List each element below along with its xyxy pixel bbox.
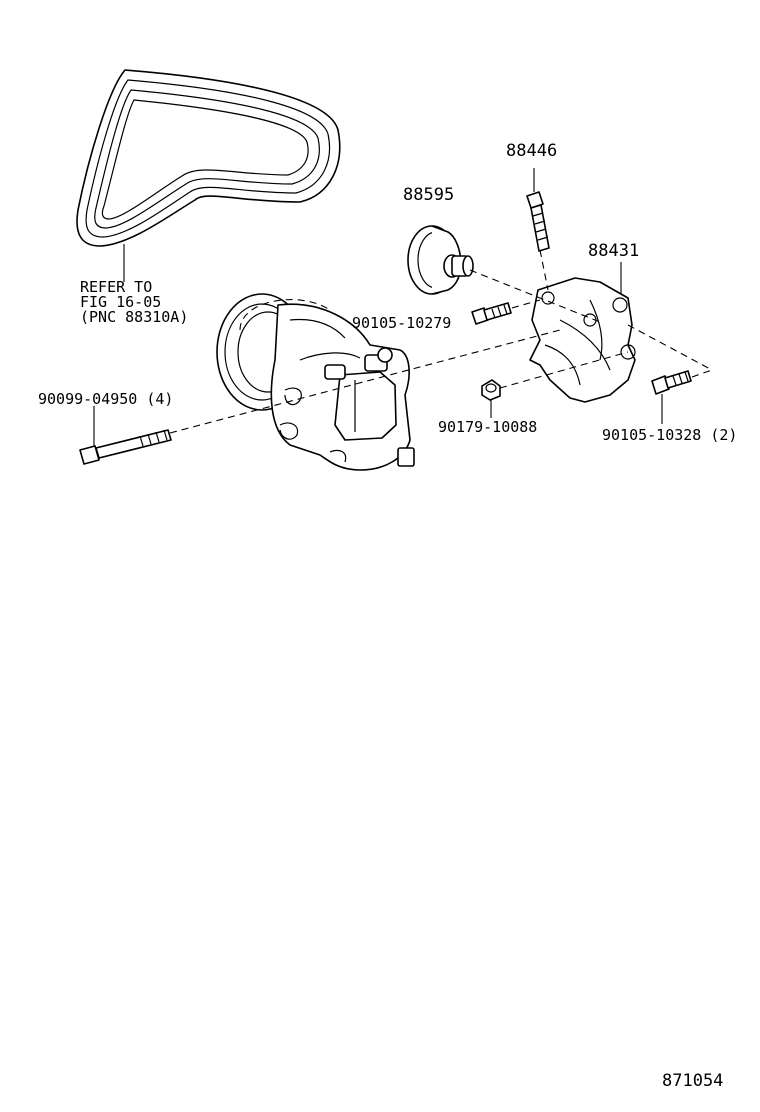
label-90105-10328: 90105-10328 (2)	[602, 426, 737, 444]
idler-pulley	[407, 225, 474, 295]
bolt-88446	[526, 191, 550, 252]
bolt-90105-10328	[651, 370, 692, 395]
v-ribbed-belt	[76, 69, 341, 247]
bolt-90099-04950	[79, 429, 172, 465]
assembly-lines	[169, 249, 713, 434]
label-90179-10088: 90179-10088	[438, 418, 537, 436]
label-90099-04950: 90099-04950 (4)	[38, 390, 173, 408]
label-belt-ref-2: FIG 16-05	[80, 293, 161, 311]
label-belt-ref-1: REFER TO	[80, 278, 152, 296]
figure-number: 871054	[662, 1071, 723, 1091]
compressor-bracket	[529, 277, 636, 403]
label-belt-ref-3: (PNC 88310A)	[80, 308, 188, 326]
label-88595: 88595	[403, 185, 454, 205]
bolt-90105-10279	[471, 302, 512, 325]
label-88446: 88446	[506, 141, 557, 161]
nut-90179-10088	[481, 379, 501, 401]
label-90105-10279: 90105-10279	[352, 314, 451, 332]
ac-compressor	[216, 293, 415, 471]
label-88431: 88431	[588, 241, 639, 261]
